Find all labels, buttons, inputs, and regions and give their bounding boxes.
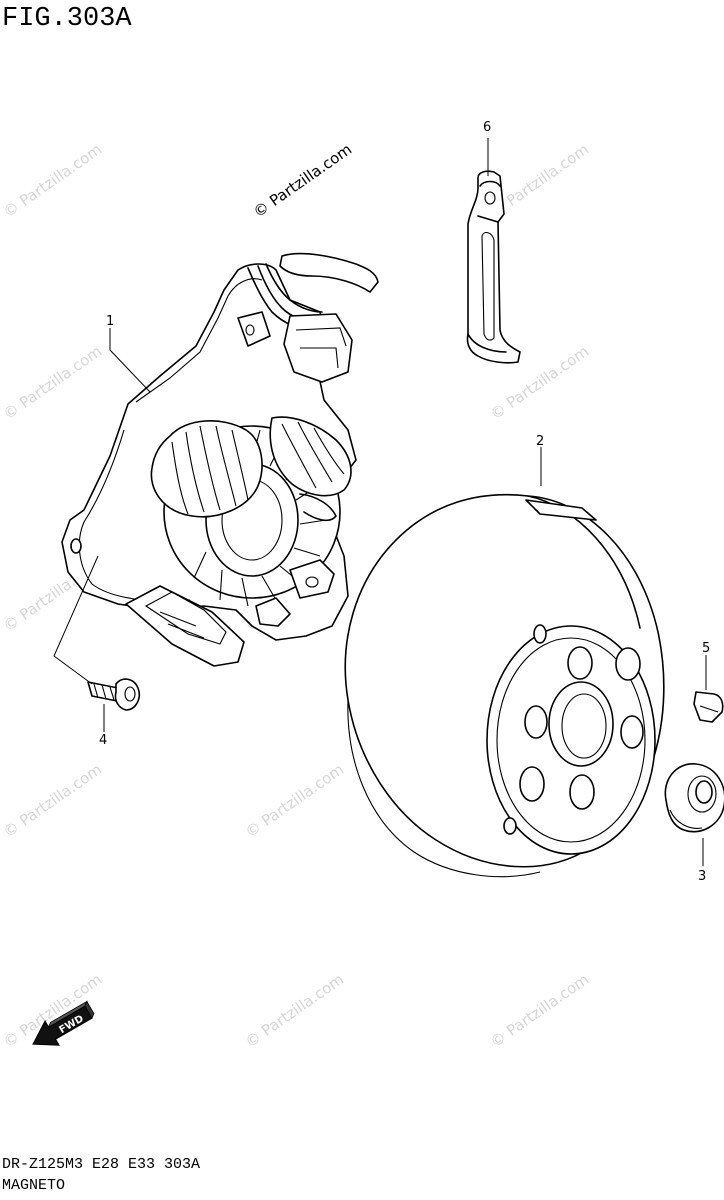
leader-lines <box>53 138 707 866</box>
stator-part <box>61 252 379 667</box>
model-code-line: DR-Z125M3 E28 E33 303A <box>2 1156 201 1173</box>
callout-number: 6 <box>483 120 491 135</box>
callout-labels: 1 2 3 4 5 6 <box>99 120 710 884</box>
watermark: © Partzilla.com <box>242 760 347 841</box>
copyright-stamp: © Partzilla.com <box>250 140 355 221</box>
watermark: © Partzilla.com <box>0 140 105 221</box>
callout-number: 5 <box>702 641 710 656</box>
key-part <box>693 691 724 723</box>
callout-number: 1 <box>106 314 114 329</box>
flywheel-rotor-part <box>344 493 665 878</box>
callout-number: 2 <box>536 434 544 449</box>
bolt-part <box>87 678 141 711</box>
nut-part <box>664 763 724 833</box>
clamp-part <box>466 170 521 364</box>
figure-title: FIG.303A <box>2 4 132 34</box>
watermark: © Partzilla.com <box>0 760 105 841</box>
watermark: © Partzilla.com <box>242 970 347 1051</box>
callout-number: 4 <box>99 733 107 748</box>
watermark: © Partzilla.com <box>487 970 592 1051</box>
section-name: MAGNETO <box>2 1177 66 1194</box>
watermark: © Partzilla.com <box>0 342 105 423</box>
callout-number: 3 <box>698 869 706 884</box>
